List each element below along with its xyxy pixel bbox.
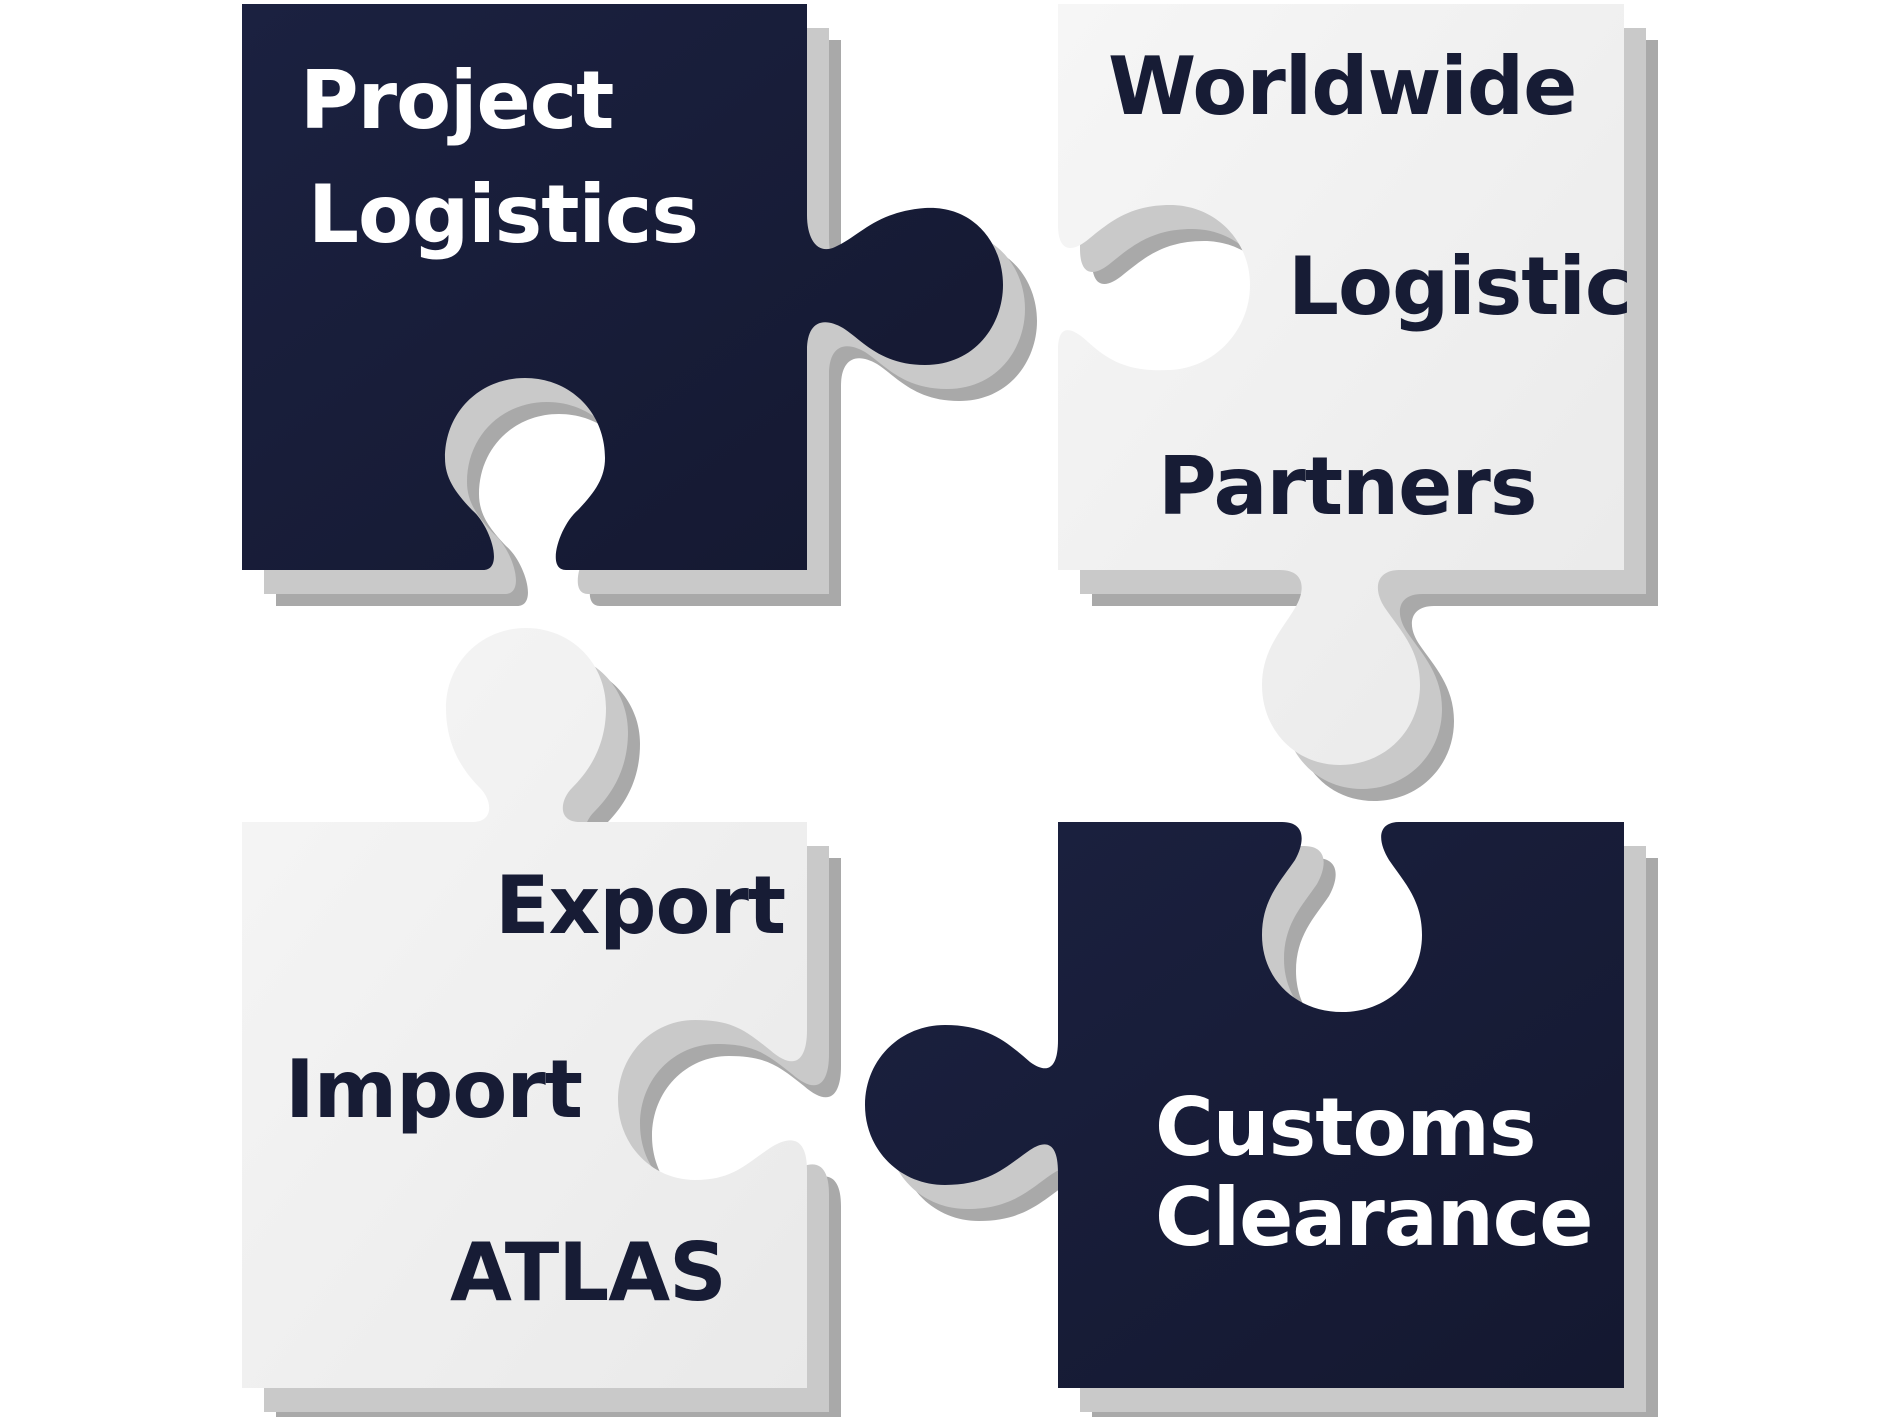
top-right-label-line1: Worldwide bbox=[1108, 40, 1576, 133]
top-right-label-line2: Logistic bbox=[1288, 240, 1631, 333]
top-left-label-line2: Logistics bbox=[308, 168, 698, 261]
top-right-label-line3: Partners bbox=[1158, 440, 1536, 533]
bottom-left-label-line3: ATLAS bbox=[450, 1226, 726, 1319]
bottom-left-label-line1: Export bbox=[495, 859, 785, 952]
bottom-right-label-line1: Customs bbox=[1155, 1081, 1535, 1174]
bottom-left-label-line2: Import bbox=[285, 1043, 582, 1136]
bottom-right-label-line2: Clearance bbox=[1155, 1171, 1592, 1264]
top-left-label-line1: Project bbox=[300, 54, 613, 147]
